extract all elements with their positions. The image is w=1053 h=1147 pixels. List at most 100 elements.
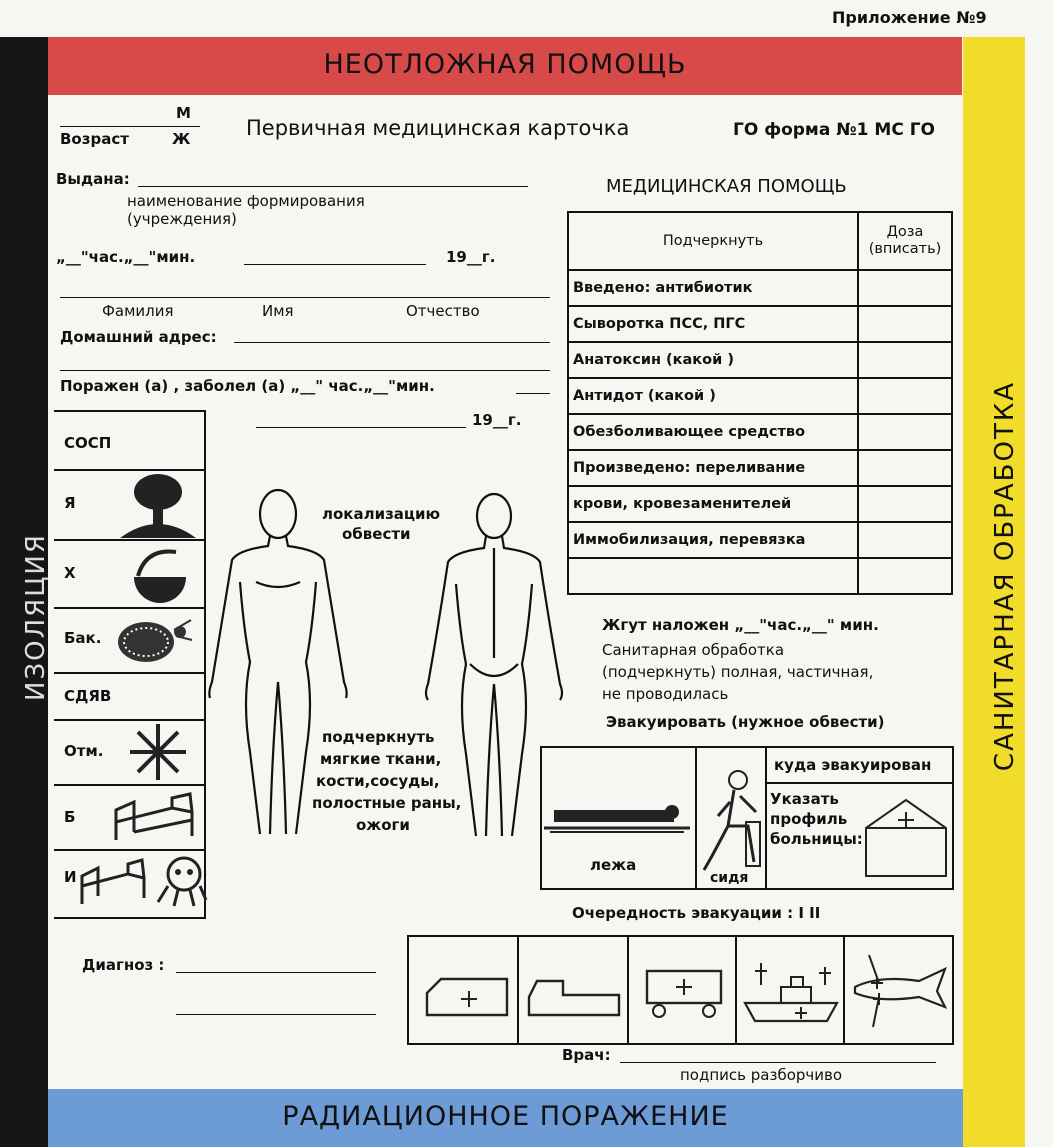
address-line-2[interactable] — [60, 370, 550, 371]
address-line[interactable] — [234, 342, 550, 343]
diagnosis-line-1[interactable] — [176, 972, 376, 973]
dose-cell[interactable] — [857, 269, 953, 307]
top-band: НЕОТЛОЖНАЯ ПОМОЩЬ — [48, 37, 962, 95]
med-row[interactable]: Введено: антибиотик — [567, 269, 859, 307]
sanitary-1: Санитарная обработка — [602, 641, 785, 659]
hazard-label: СДЯВ — [64, 687, 112, 705]
localize-2: обвести — [342, 525, 411, 543]
dose-cell[interactable] — [857, 305, 953, 343]
sex-m: М — [176, 104, 191, 122]
hazard-label: СОСП — [64, 434, 112, 452]
hazard-column: СОСП Я Х Бак. СДЯВ Отм. Б И — [54, 410, 208, 919]
dose-cell[interactable] — [857, 377, 953, 415]
hazard-label: Б — [64, 808, 76, 826]
diagnosis-line-2[interactable] — [176, 1014, 376, 1015]
age-label: Возраст — [60, 130, 129, 148]
evacuation-box: лежа сидя куда эвакуирован Указать профи… — [540, 746, 954, 890]
issued-line[interactable] — [138, 186, 528, 187]
left-band-label: ИЗОЛЯЦИЯ — [20, 533, 51, 701]
issued-time-line[interactable] — [244, 264, 426, 265]
bottom-band-label: РАДИАЦИОННОЕ ПОРАЖЕНИЕ — [282, 1101, 729, 1132]
surname-label: Фамилия — [102, 302, 174, 320]
transport-box — [407, 935, 954, 1045]
fio-line[interactable] — [60, 297, 550, 298]
profile-1: Указать — [770, 790, 839, 808]
dose-cell[interactable] — [857, 485, 953, 523]
profile-3: больницы: — [770, 830, 863, 848]
col-header-dose: Доза (вписать) — [857, 211, 953, 271]
sanitary-2: (подчеркнуть) полная, частичная, — [602, 663, 874, 681]
issued-hint-1: наименование формирования — [127, 192, 365, 210]
med-row[interactable]: Иммобилизация, перевязка — [567, 521, 859, 559]
form-code: ГО форма №1 МС ГО — [733, 120, 935, 140]
dose-cell[interactable] — [857, 341, 953, 379]
med-row[interactable]: Анатоксин (какой ) — [567, 341, 859, 379]
med-row[interactable]: Обезболивающее средство — [567, 413, 859, 451]
issued-label: Выдана: — [56, 170, 130, 188]
body-front-icon — [208, 488, 348, 835]
injured-year: 19__г. — [472, 411, 522, 429]
body-back-icon — [424, 492, 564, 837]
chemical-flask-icon — [134, 549, 186, 603]
ship-cross-icon[interactable] — [741, 959, 841, 1029]
medical-help-title: МЕДИЦИНСКАЯ ПОМОЩЬ — [606, 176, 847, 197]
med-row[interactable]: крови, кровезаменителей — [567, 485, 859, 523]
dose-cell[interactable] — [857, 557, 953, 595]
underline-5: ожоги — [356, 816, 410, 834]
med-row[interactable]: Антидот (какой ) — [567, 377, 859, 415]
right-band-label: САНИТАРНАЯ ОБРАБОТКА — [990, 380, 1021, 772]
med-row[interactable]: Сыворотка ПСС, ПГС — [567, 305, 859, 343]
stretcher-patient-icon — [544, 805, 690, 833]
bed-and-infection-icon — [80, 856, 208, 907]
injured-date-line[interactable] — [256, 427, 466, 428]
hazard-label: Бак. — [64, 629, 102, 647]
med-row[interactable] — [567, 557, 859, 595]
sanitary-3: не проводилась — [602, 685, 729, 703]
dose-cell[interactable] — [857, 449, 953, 487]
signature-hint: подпись разборчиво — [680, 1066, 843, 1084]
bottom-band: РАДИАЦИОННОЕ ПОРАЖЕНИЕ — [48, 1089, 963, 1147]
destination-label: куда эвакуирован — [774, 756, 932, 774]
hazard-label: И — [64, 868, 77, 886]
tourniquet-text: Жгут наложен „__"час.„__" мин. — [602, 616, 879, 634]
underline-2: мягкие ткани, — [320, 750, 442, 768]
localize-1: локализацию — [322, 505, 441, 523]
seated-patient-icon — [702, 770, 761, 871]
hazard-label: Отм. — [64, 742, 104, 760]
left-band: ИЗОЛЯЦИЯ — [0, 37, 51, 1147]
name-label: Имя — [262, 302, 294, 320]
bed-icon — [114, 792, 194, 840]
mushroom-cloud-icon — [120, 474, 196, 538]
issued-year: 19__г. — [446, 248, 496, 266]
sitting-label[interactable]: сидя — [710, 870, 749, 886]
hazard-label: Я — [64, 494, 76, 512]
lying-label[interactable]: лежа — [590, 856, 637, 874]
medical-help-table: Подчеркнуть Доза (вписать) Введено: анти… — [567, 211, 953, 595]
hospital-envelope-icon — [865, 798, 947, 877]
evacuate-text: Эвакуировать (нужное обвести) — [606, 713, 885, 731]
hazard-label: Х — [64, 564, 76, 582]
sex-f: Ж — [172, 130, 191, 148]
dose-cell[interactable] — [857, 413, 953, 451]
doctor-signature-line[interactable] — [620, 1062, 936, 1063]
patronymic-label: Отчество — [406, 302, 480, 320]
ambulance-van-icon[interactable] — [423, 971, 513, 1021]
truck-icon[interactable] — [527, 971, 622, 1021]
top-band-label: НЕОТЛОЖНАЯ ПОМОЩЬ — [323, 49, 687, 80]
underline-1: подчеркнуть — [322, 728, 435, 746]
diagnosis-label: Диагноз : — [82, 956, 165, 974]
address-label: Домашний адрес: — [60, 328, 217, 346]
med-row[interactable]: Произведено: переливание — [567, 449, 859, 487]
bus-cross-icon[interactable] — [643, 967, 733, 1022]
issued-hint-2: (учреждения) — [127, 210, 237, 228]
appendix-label: Приложение №9 — [832, 8, 987, 27]
dose-label-1: Доза — [886, 224, 924, 240]
airplane-cross-icon[interactable] — [849, 951, 949, 1031]
dose-cell[interactable] — [857, 521, 953, 559]
snowflake-icon — [130, 724, 186, 780]
injured-line[interactable] — [516, 393, 550, 394]
evac-priority: Очередность эвакуации : I II — [572, 904, 821, 922]
injured-label: Поражен (а) , заболел (а) „__" час.„__"м… — [60, 377, 435, 395]
profile-2: профиль — [770, 810, 848, 828]
underline-3: кости,сосуды, — [316, 772, 440, 790]
